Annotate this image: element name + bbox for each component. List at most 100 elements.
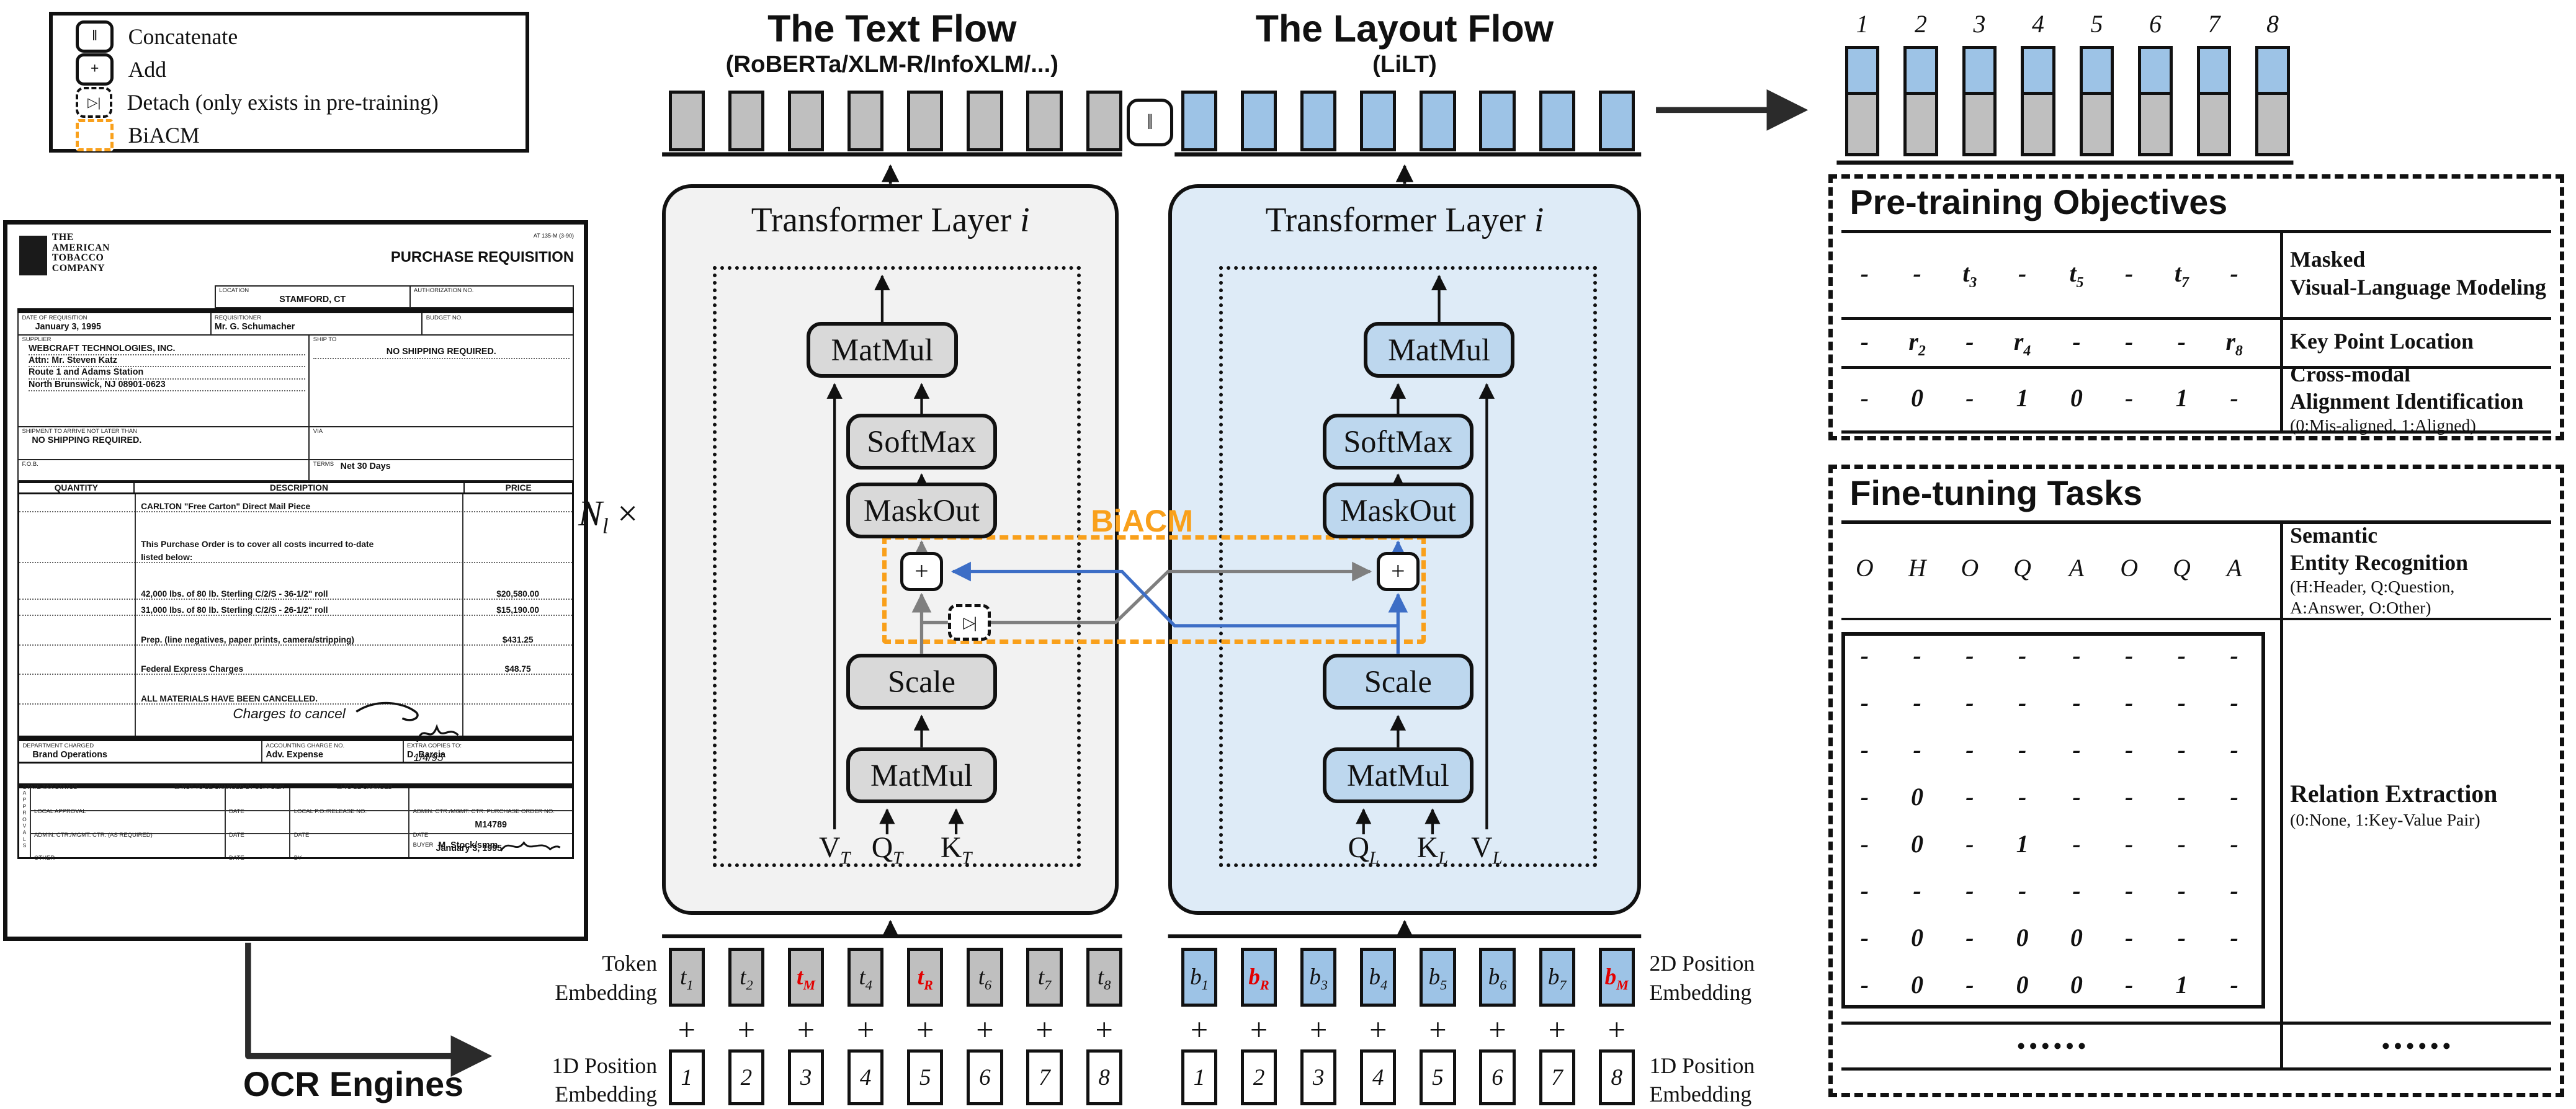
matrix-cell: - <box>1860 924 1869 952</box>
pretrain-cell: r2 <box>1908 327 1926 359</box>
copies-label: EXTRA COPIES TO: <box>407 742 462 749</box>
item-price: $431.25 <box>502 635 534 644</box>
approval-cell-label: OTHER <box>34 854 55 862</box>
shipto-value: NO SHIPPING REQUIRED. <box>313 347 570 359</box>
buyer-value: M. Stock/smm <box>438 840 498 850</box>
pretrain-cell: - <box>2177 327 2186 355</box>
add-sign: + <box>1190 1012 1209 1048</box>
buyer-signature-scribble <box>500 840 561 852</box>
matrix-cell: - <box>2230 971 2238 999</box>
item-line: Federal Express Charges <box>141 664 244 674</box>
matrix-cell: 0 <box>1911 783 1924 811</box>
approval-cell-label: ADMIN. CTR./MGMT. CTR. PURCHASE ORDER NO… <box>413 808 555 816</box>
ser-letter: H <box>1908 554 1926 582</box>
ser-letter: O <box>1856 554 1874 582</box>
token-box: b1 <box>1181 947 1218 1007</box>
ser-letter: Q <box>2013 554 2031 582</box>
text-softmax-block: SoftMax <box>846 414 998 470</box>
legend-item-label: Detach (only exists in pre-training) <box>127 89 439 115</box>
matrix-cell: - <box>2125 736 2134 764</box>
biacm-icon <box>76 118 114 151</box>
output-bar-number: 8 <box>2266 10 2279 38</box>
text-sequence-bar <box>967 90 1003 151</box>
date-label: DATE OF REQUISITION <box>22 314 87 321</box>
output-bar-layout-part <box>1845 46 1880 96</box>
pretrain-cell: - <box>1966 385 1974 412</box>
text-sequence-bar <box>1026 90 1063 151</box>
text-k-label: KT <box>940 831 972 868</box>
location-value: STAMFORD, CT <box>279 295 346 305</box>
terms-value: Net 30 Days <box>340 461 391 472</box>
matrix-cell: 1 <box>2175 971 2188 999</box>
matrix-cell: - <box>2177 736 2186 764</box>
budget-label: BUDGET NO. <box>426 314 463 321</box>
approval-cell-label: DATE <box>229 831 244 839</box>
output-bar-text-part <box>2196 92 2232 156</box>
department-value: Brand Operations <box>32 749 107 760</box>
approval-cell-label: DATE <box>229 854 244 862</box>
pretrain-cell: 0 <box>2070 385 2083 412</box>
pretrain-cell: - <box>2230 259 2238 287</box>
matrix-cell: - <box>1913 877 1921 905</box>
layout-softmax-block: SoftMax <box>1322 414 1474 470</box>
supplier-label: SUPPLIER <box>22 336 51 344</box>
item-line: 31,000 lbs. of 80 lb. Sterling C/2/S - 2… <box>141 605 328 615</box>
layout-v-label: VL <box>1471 831 1503 868</box>
text-scale-block: Scale <box>846 653 998 710</box>
pretraining-title-rule <box>1841 229 2552 233</box>
text-sequence-bar <box>1086 90 1122 151</box>
pretraining-bottom-rule <box>1841 430 2552 434</box>
layout-sequence-bar <box>1598 90 1635 151</box>
requisitioner-value: Mr. G. Schumacher <box>214 321 295 332</box>
token-box: t7 <box>1026 947 1063 1007</box>
token-box: b4 <box>1360 947 1397 1007</box>
pretraining-box <box>1828 174 2565 440</box>
matrix-cell: - <box>2230 830 2238 858</box>
concatenate-node: ‖ <box>1127 98 1173 146</box>
shipto-label: SHIP TO <box>313 336 337 344</box>
output-bar-number: 4 <box>2032 10 2044 38</box>
quantity-separator <box>134 494 136 736</box>
position-box: 1 <box>1181 1049 1218 1106</box>
matrix-cell: - <box>2125 877 2134 905</box>
matrix-cell: 1 <box>2016 830 2029 858</box>
text-sequence-bar <box>728 90 765 151</box>
ocr-engines-label: OCR Engines <box>243 1064 464 1103</box>
matrix-cell: - <box>1966 783 1974 811</box>
finetuning-box <box>1828 465 2565 1097</box>
matrix-cell: - <box>2177 689 2186 717</box>
date-value: January 3, 1995 <box>35 321 102 332</box>
matrix-cell: - <box>2125 783 2134 811</box>
matrix-cell: - <box>2072 736 2081 764</box>
layout-sequence-bar <box>1420 90 1456 151</box>
add-icon: + <box>76 53 114 86</box>
pretraining-rule-1 <box>1841 317 2552 320</box>
add-sign: + <box>797 1012 815 1048</box>
items-table-body: CARLTON "Free Carton" Direct Mail Piece … <box>17 494 575 764</box>
output-bar-number: 5 <box>2090 10 2103 38</box>
document-title: PURCHASE REQUISITION <box>390 248 575 265</box>
legend-item: BiACM <box>76 118 525 151</box>
num-layers-label: Nl × <box>578 493 638 538</box>
concat-icon: ‖ <box>76 20 114 53</box>
layout-sequence-bar <box>1300 90 1337 151</box>
approval-cell-label: DATE <box>229 808 244 816</box>
ser-letter: A <box>2227 554 2242 582</box>
matrix-cell: - <box>2125 689 2134 717</box>
approval-cell-label: DATE <box>293 831 310 839</box>
token-box: t2 <box>728 947 765 1007</box>
position-box: 3 <box>1300 1049 1337 1106</box>
matrix-cell: - <box>1913 642 1921 670</box>
layout-scale-block: Scale <box>1322 653 1474 710</box>
position-box: 5 <box>907 1049 944 1106</box>
token-box: b6 <box>1479 947 1516 1007</box>
layout-k-label: KL <box>1416 831 1449 868</box>
pretrain-cell: - <box>2125 327 2134 355</box>
matrix-cell: - <box>2177 830 2186 858</box>
add-sign: + <box>678 1012 695 1048</box>
pretrain-cell: - <box>2072 327 2081 355</box>
cancelled-line: ALL MATERIALS HAVE BEEN CANCELLED. <box>141 693 318 703</box>
